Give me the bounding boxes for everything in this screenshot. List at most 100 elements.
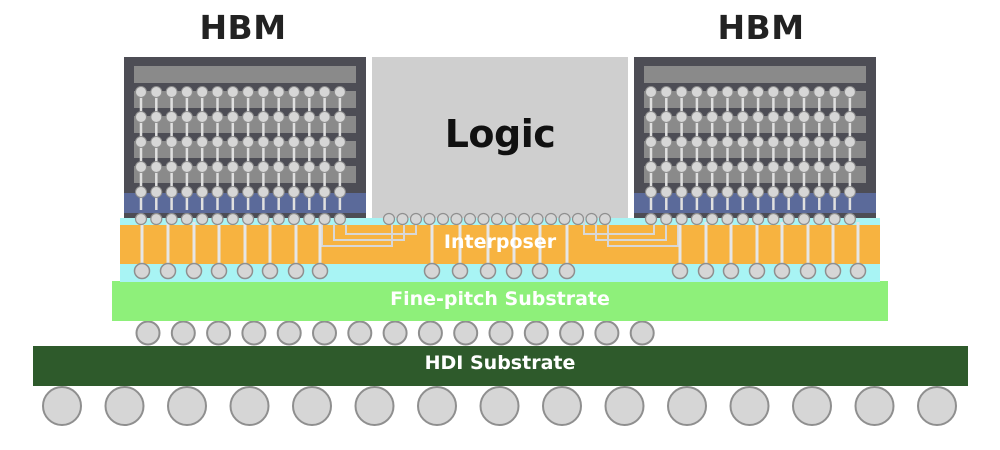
hbm-micro-bump: [333, 212, 346, 226]
hbm-micro-bump: [287, 212, 301, 226]
hbm-bump: [736, 186, 749, 198]
hbm-micro-bump: [706, 212, 719, 226]
hbm-bump: [798, 86, 810, 98]
hbm-bump: [288, 86, 300, 98]
interposer-bump: [505, 262, 523, 280]
substrate-bump: [453, 320, 479, 346]
hbm-bump: [767, 136, 780, 148]
hbm-bump: [150, 136, 163, 148]
hdi-solder-ball: [917, 386, 957, 426]
hbm-bump: [196, 111, 209, 123]
logic-micro-bump: [463, 212, 477, 226]
hbm-bump: [303, 136, 316, 148]
hbm-bump: [318, 111, 331, 123]
hbm-micro-bump: [736, 212, 749, 226]
hbm-bump: [165, 111, 178, 123]
hbm-bump: [272, 136, 285, 148]
hbm-bump: [843, 186, 856, 198]
fine-pitch-substrate-label: Fine-pitch Substrate: [390, 288, 610, 310]
hbm-bump: [721, 161, 734, 173]
substrate-bump: [170, 320, 196, 346]
interposer-trace: [583, 218, 655, 235]
logic-micro-bump: [396, 212, 409, 226]
hbm-bump: [211, 111, 224, 123]
logic-micro-bump: [531, 212, 544, 226]
hdi-solder-ball: [604, 386, 645, 426]
hbm-bump: [135, 136, 147, 148]
hbm-bump: [226, 86, 239, 98]
hbm-micro-bump: [165, 212, 178, 226]
logic-micro-bump: [544, 212, 558, 226]
interposer-trace: [345, 218, 417, 235]
hbm-bump: [645, 86, 657, 98]
interposer-label: Interposer: [443, 231, 557, 253]
substrate-bump: [206, 320, 232, 346]
logic-micro-bump: [504, 212, 517, 226]
logic-micro-bump: [409, 212, 423, 226]
hbm-bump: [736, 136, 749, 148]
hbm-micro-bump: [196, 212, 209, 226]
hbm-bump: [675, 86, 688, 98]
hbm-bump: [211, 186, 224, 198]
interposer-bump: [697, 262, 715, 280]
hbm-bump: [645, 111, 657, 123]
hbm-bump: [798, 161, 810, 173]
hbm-bump: [226, 111, 239, 123]
hbm-bump: [843, 86, 856, 98]
hbm-bump: [813, 186, 826, 198]
hbm-bump: [798, 186, 810, 198]
hdi-solder-ball: [417, 386, 457, 426]
hbm-bump: [303, 161, 316, 173]
hbm-bump: [303, 111, 316, 123]
logic-die: [372, 57, 628, 218]
hbm-micro-bump: [318, 212, 331, 226]
interposer-bump: [159, 262, 177, 280]
hbm-bump: [196, 186, 209, 198]
hbm-bump: [333, 86, 346, 98]
interposer-bump: [748, 262, 766, 280]
hbm-bump: [180, 186, 193, 198]
logic-micro-bump: [517, 212, 531, 226]
hbm-bump: [272, 186, 285, 198]
hbm-bump: [272, 161, 285, 173]
hbm-micro-bump: [134, 212, 148, 226]
hbm-bump: [706, 86, 719, 98]
hbm-bump: [211, 86, 224, 98]
hbm-micro-bump: [180, 212, 193, 226]
hbm-bump: [690, 136, 703, 148]
logic-micro-bump: [450, 212, 463, 226]
hdi-solder-ball: [479, 386, 520, 426]
interposer-bump: [824, 262, 842, 280]
interposer-bottom-layer: [120, 264, 880, 282]
substrate-bump: [347, 320, 373, 346]
hbm-bump: [257, 161, 270, 173]
hdi-solder-ball: [542, 386, 582, 426]
hdi-solder-ball: [229, 386, 270, 426]
substrate-bump: [629, 320, 655, 346]
hbm-micro-bump: [813, 212, 826, 226]
hbm-bump: [828, 136, 841, 148]
hdi-solder-ball: [854, 386, 895, 426]
hbm-bump: [690, 186, 703, 198]
hbm-bump: [645, 186, 657, 198]
hbm-micro-bump: [211, 212, 224, 226]
logic-die-label: Logic: [444, 112, 556, 156]
hdi-solder-ball: [792, 386, 832, 426]
substrate-bump: [594, 320, 620, 346]
hbm-micro-bump: [675, 212, 688, 226]
hbm-bump: [736, 86, 749, 98]
substrate-bump: [417, 320, 443, 346]
interposer-bump: [773, 262, 791, 280]
hbm-bump: [180, 161, 193, 173]
hbm-bump: [660, 86, 673, 98]
hbm-micro-bump: [843, 212, 857, 226]
hbm-bump: [660, 111, 673, 123]
interposer-bump: [558, 262, 576, 280]
hbm-bump: [226, 136, 239, 148]
hbm-bump: [828, 161, 841, 173]
hbm-micro-bump: [690, 212, 704, 226]
hbm-bump: [767, 186, 780, 198]
hbm-bump: [752, 111, 765, 123]
hbm-bump: [165, 136, 178, 148]
hbm-bump: [706, 136, 719, 148]
